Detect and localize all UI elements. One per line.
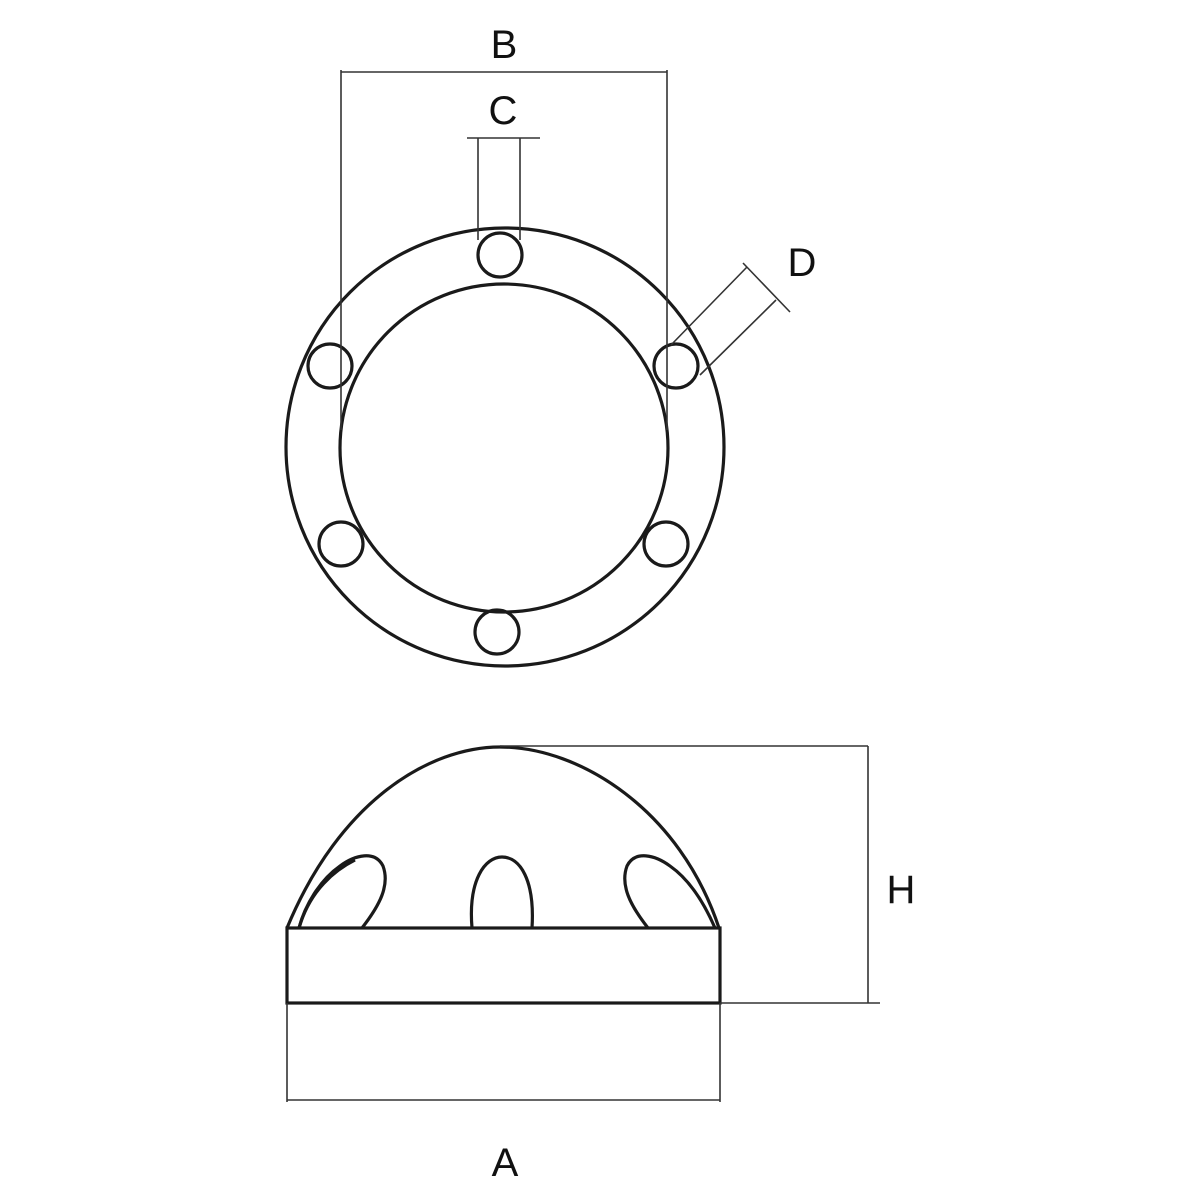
- dimension-b: B: [340, 23, 668, 430]
- outer-flange-circle: [284, 226, 726, 668]
- label-a: A: [492, 1141, 519, 1185]
- label-h: H: [887, 868, 916, 912]
- side-port-left: [297, 854, 387, 929]
- dome-outline: [285, 745, 721, 929]
- dimension-a: A: [286, 1003, 721, 1185]
- dimension-c: C: [467, 89, 540, 240]
- base-ring: [285, 926, 722, 1005]
- dimension-d: D: [670, 241, 817, 376]
- side-port-right: [623, 854, 717, 929]
- top-view: [284, 226, 726, 668]
- label-b: B: [491, 23, 518, 67]
- bolt-hole: [642, 520, 690, 568]
- bolt-hole: [317, 520, 365, 568]
- side-port-center: [469, 855, 534, 929]
- label-d: D: [788, 241, 817, 285]
- bolt-hole: [473, 608, 521, 656]
- side-view: [285, 745, 722, 1005]
- dome-inner-edge: [297, 858, 356, 929]
- bolt-hole: [306, 342, 354, 390]
- bolt-hole: [652, 342, 700, 390]
- bolt-hole: [476, 231, 524, 279]
- dimension-h: H: [500, 745, 916, 1004]
- label-c: C: [489, 89, 518, 133]
- inner-circle: [338, 282, 670, 614]
